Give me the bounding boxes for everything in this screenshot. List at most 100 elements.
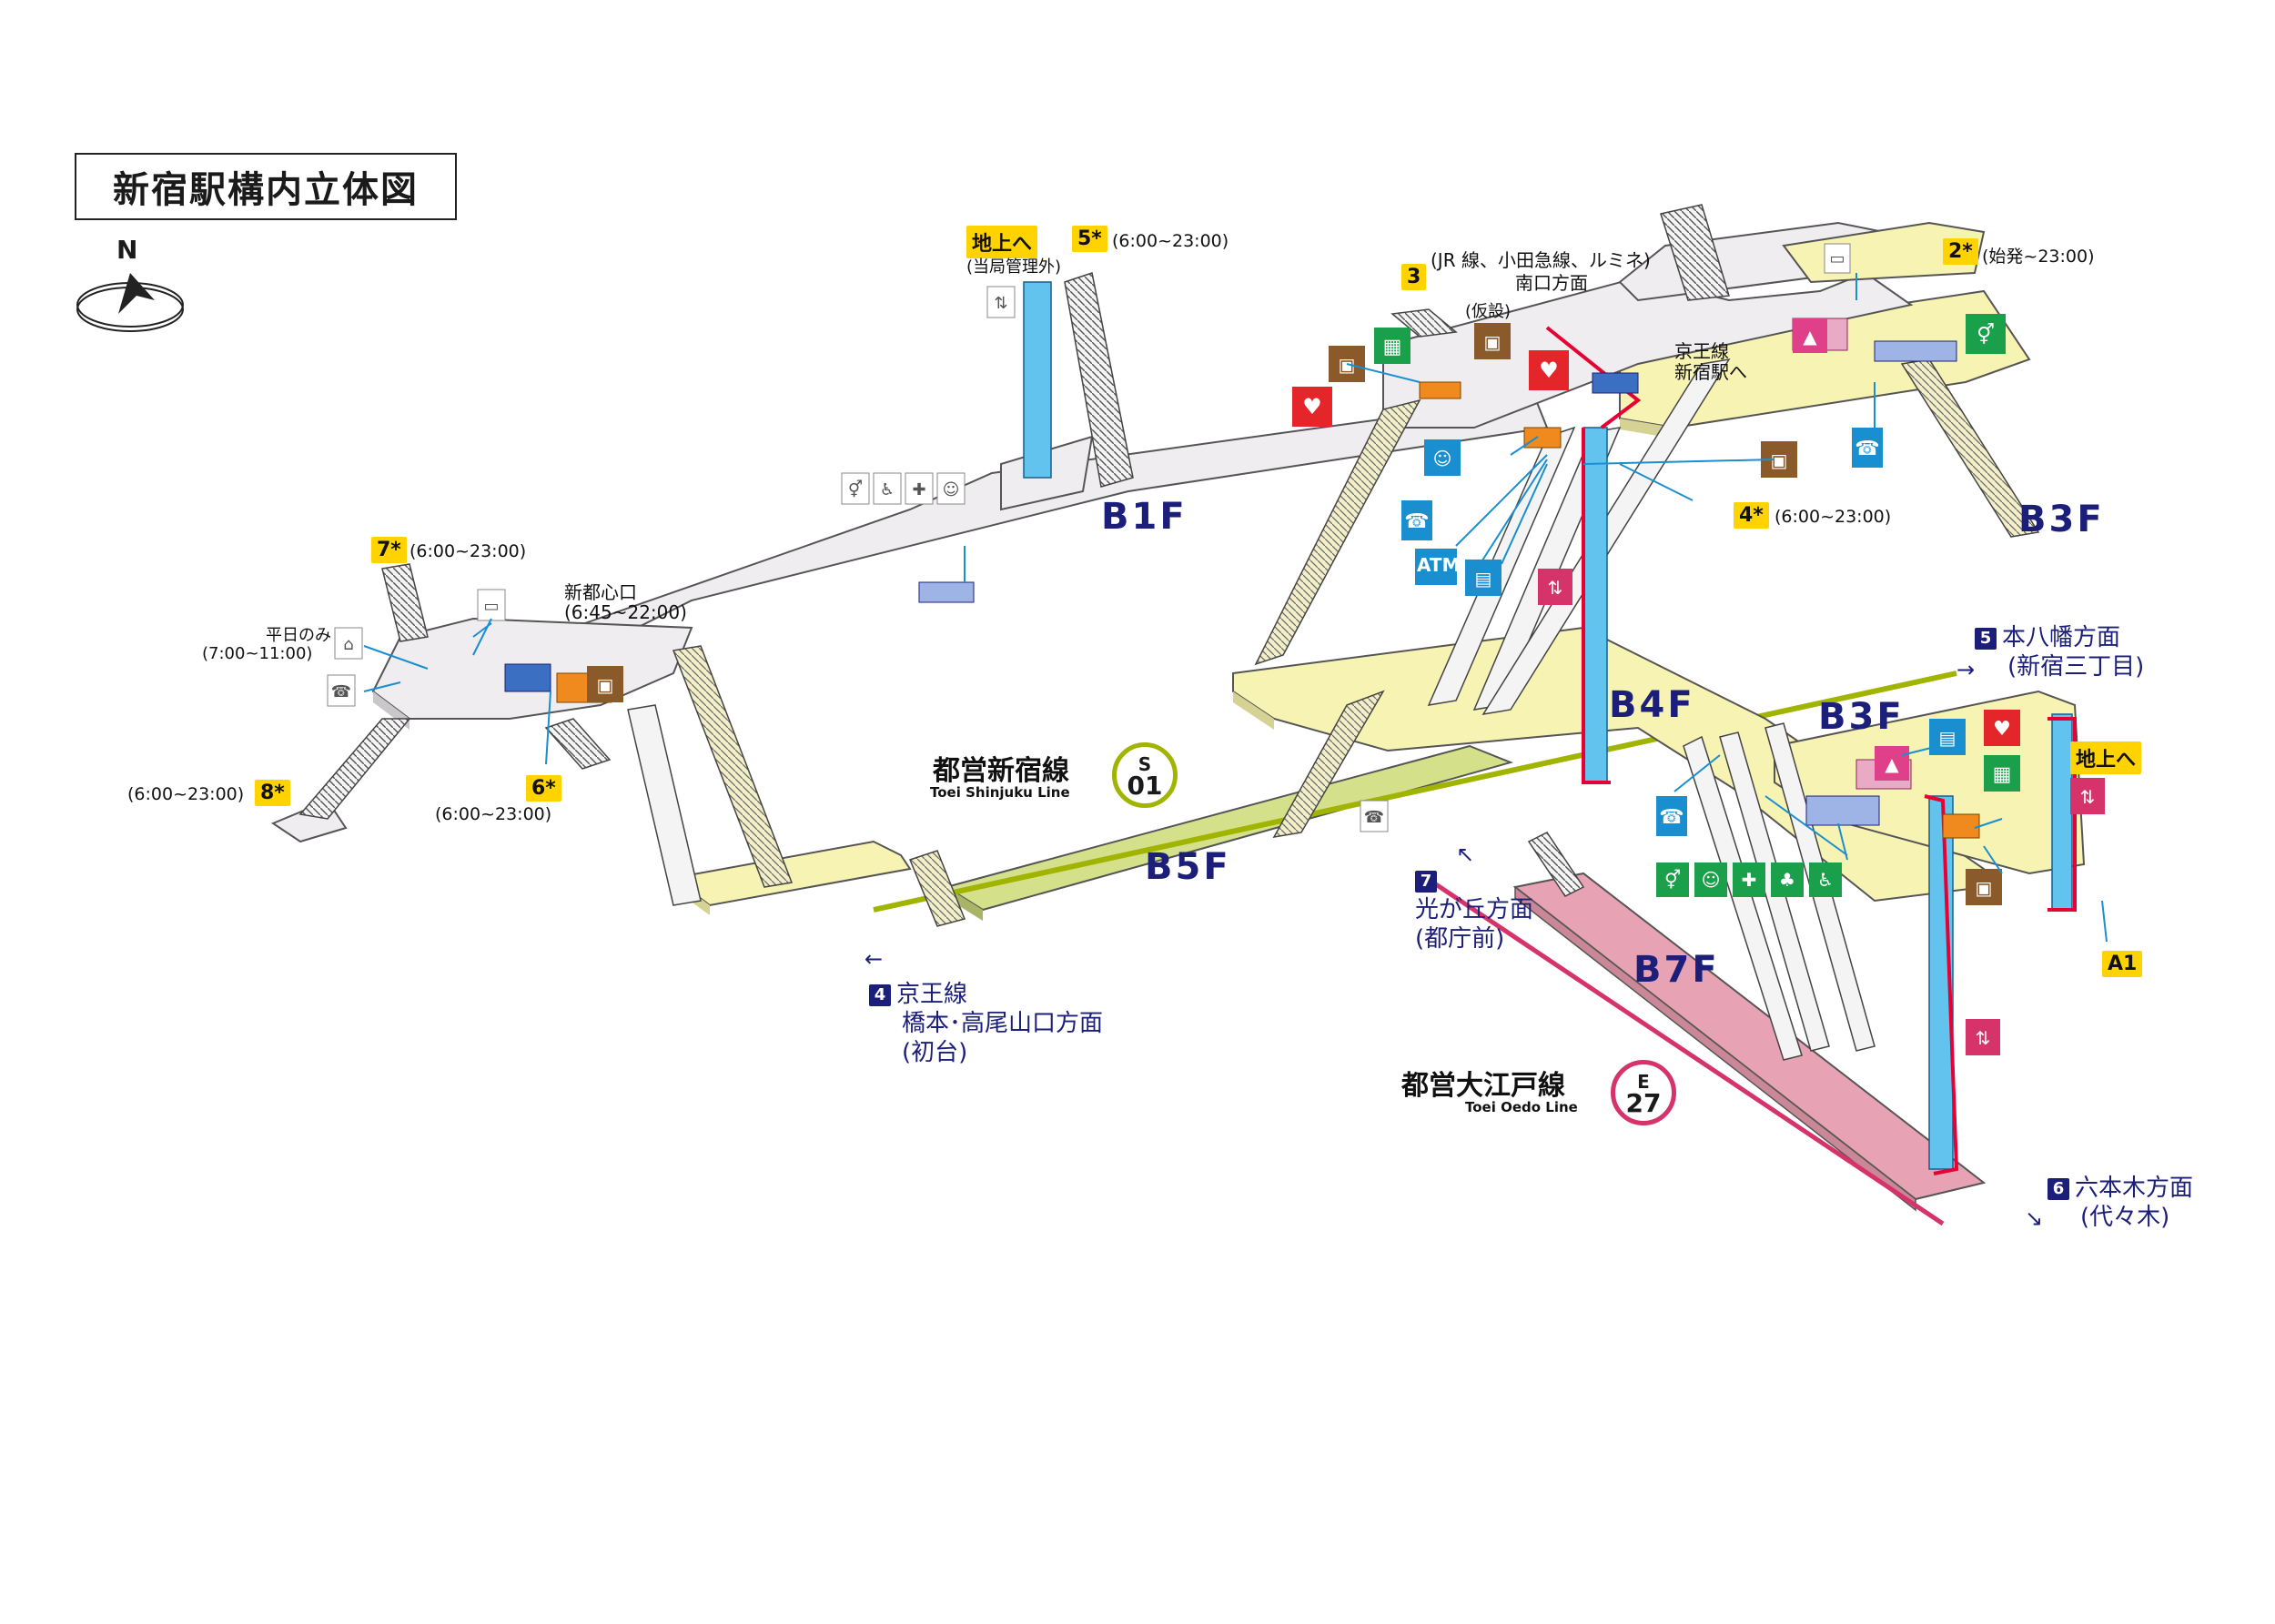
svg-text:♣: ♣ [1779, 869, 1795, 891]
floor-label-b3f: B3F [2018, 499, 2105, 540]
svg-text:☎: ☎ [1404, 510, 1429, 533]
arrow-5-icon: → [1956, 657, 1976, 682]
toilet-icon: ⚥ [1966, 314, 2006, 354]
svg-text:♥: ♥ [1993, 718, 2011, 741]
svg-text:⇅: ⇅ [1548, 577, 1563, 599]
elevator-b4f [1582, 427, 1608, 783]
svg-text:▲: ▲ [1803, 326, 1817, 348]
floor-label-b4f: B4F [1609, 684, 1695, 726]
baby-seat-icon: ♣ [1771, 862, 1804, 897]
exit-2-badge: 2* [1943, 238, 1978, 265]
destination-6-line1: 六本木方面 [2075, 1175, 2194, 1202]
exit-8-hours: (6:00~23:00) [127, 784, 245, 804]
aed-icon: ♥ [1529, 350, 1569, 390]
svg-text:▣: ▣ [1976, 877, 1993, 899]
destination-6-line2: (代々木) [2080, 1204, 2170, 1231]
shinjuku-line-name: 都営新宿線 [933, 755, 1069, 787]
svg-text:☎: ☎ [1659, 806, 1684, 829]
svg-text:☎: ☎ [331, 682, 351, 701]
exit-5-hours: (6:00~23:00) [1112, 231, 1229, 251]
pay-phone-icon: ▭ [477, 589, 506, 621]
jr-direction-line2: 南口方面 [1515, 272, 1588, 294]
page-title: 新宿駅構内立体図 [75, 153, 457, 220]
svg-text:⚥: ⚥ [848, 479, 863, 499]
shop-icon: ⌂ [334, 627, 363, 660]
floor-label-b3f-lower: B3F [1818, 696, 1905, 738]
pictograms: ♥ ♥ ♥ ▦ ▦ ▣ ▣ ▣ ▣ ▣ ▲ ▲ ⚥ ☎ ☎ ☎ ☎ ☎ ☺ ▤ … [327, 243, 2105, 1055]
ticket-gates-west [504, 663, 551, 692]
destination-7: 7 光が丘方面 (都庁前) [1415, 866, 1533, 953]
shintoshin-exit-name: 新都心口 [564, 581, 637, 603]
floor-label-b5f: B5F [1145, 846, 1231, 888]
svg-text:▣: ▣ [1771, 449, 1788, 471]
svg-text:▤: ▤ [1939, 727, 1956, 749]
ostomate-icon: ✚ [1733, 862, 1765, 897]
waiting-area-b4f [1805, 795, 1880, 826]
arrow-6-icon: ↘ [2025, 1205, 2044, 1231]
coin-locker-icon: ▦ [1374, 328, 1410, 364]
svg-text:⌂: ⌂ [343, 635, 353, 654]
svg-text:♥: ♥ [1302, 394, 1322, 419]
station-office-icon: ▣ [587, 666, 623, 702]
svg-text:⇅: ⇅ [994, 294, 1007, 313]
oedo-line-badge: E 27 [1611, 1060, 1676, 1125]
station-office-icon: ▣ [1329, 346, 1365, 382]
destination-5-number: 5 [1975, 628, 1997, 650]
weekday-only-note: 平日のみ [266, 626, 331, 645]
oedo-track-line [1418, 871, 1945, 1226]
keio-note-line1: 京王線 [1674, 340, 1729, 362]
exit-4-badge: 4* [1734, 502, 1769, 529]
destination-5-line1: 本八幡方面 [2002, 624, 2121, 651]
ticket-machine-icon: ☺ [1424, 439, 1461, 476]
destination-4-line1: 京王線 [896, 981, 968, 1008]
temporary-note: (仮設) [1465, 302, 1512, 321]
destination-7-number: 7 [1415, 871, 1437, 893]
elevator-b1f [1023, 281, 1052, 479]
ostomate-icon: ✚ [905, 472, 934, 505]
toilet-icon: ⚥ [841, 472, 870, 505]
exit-2-hours: (始発~23:00) [1982, 247, 2095, 267]
svg-text:✚: ✚ [912, 480, 925, 499]
exit-5-sign: 地上へ [966, 226, 1038, 258]
compass-label: N [116, 235, 138, 265]
baby-care-icon: ☺ [1694, 862, 1727, 897]
oedo-line-name: 都営大江戸線 [1401, 1070, 1565, 1102]
exit-a1-sign: 地上へ [2070, 741, 2142, 774]
exit-a1-badge: A1 [2102, 951, 2143, 977]
ticket-machine-icon: ▤ [1929, 719, 1966, 755]
ticket-gates-east [1592, 372, 1639, 394]
aed-icon: ♥ [1292, 387, 1332, 427]
pay-phone-icon: ▭ [1824, 243, 1851, 274]
exit-3-badge: 3 [1401, 264, 1427, 290]
ticket-machine-icon: ▤ [1465, 560, 1502, 596]
telephone-icon: ☎ [327, 674, 356, 707]
svg-text:▣: ▣ [597, 674, 614, 696]
svg-text:♿: ♿ [1817, 869, 1834, 891]
elevator-a1 [2051, 713, 2073, 911]
floor-label-b7f: B7F [1633, 949, 1720, 991]
b5f-corridor [671, 840, 912, 915]
aed-icon: ♥ [1984, 710, 2020, 746]
weekday-hours: (7:00~11:00) [202, 644, 313, 663]
jr-direction-line1: (JR 線、小田急線、ルミネ) [1431, 249, 1651, 271]
shintoshin-exit-hours: (6:45~22:00) [564, 601, 687, 623]
svg-text:☺: ☺ [1433, 448, 1452, 469]
svg-text:▦: ▦ [1993, 763, 2012, 786]
shop-icon: ▲ [1875, 746, 1909, 781]
ticket-office-east [1523, 427, 1562, 449]
svg-text:♿: ♿ [880, 480, 895, 499]
svg-text:☎: ☎ [1855, 438, 1879, 460]
destination-4-line2: 橋本･高尾山口方面 [902, 1010, 1104, 1037]
compass-icon [76, 273, 184, 332]
svg-text:☺: ☺ [943, 480, 960, 499]
elevator-icon: ⇅ [2070, 778, 2105, 814]
exit-6-hours: (6:00~23:00) [435, 804, 552, 824]
svg-text:☺: ☺ [1702, 869, 1721, 891]
svg-text:♥: ♥ [1539, 358, 1559, 383]
shinjuku-track-line [873, 671, 1957, 913]
shinjuku-line-letter: S [1138, 753, 1152, 775]
fare-adjust-b3f [1419, 381, 1461, 399]
destination-4-number: 4 [869, 984, 891, 1006]
